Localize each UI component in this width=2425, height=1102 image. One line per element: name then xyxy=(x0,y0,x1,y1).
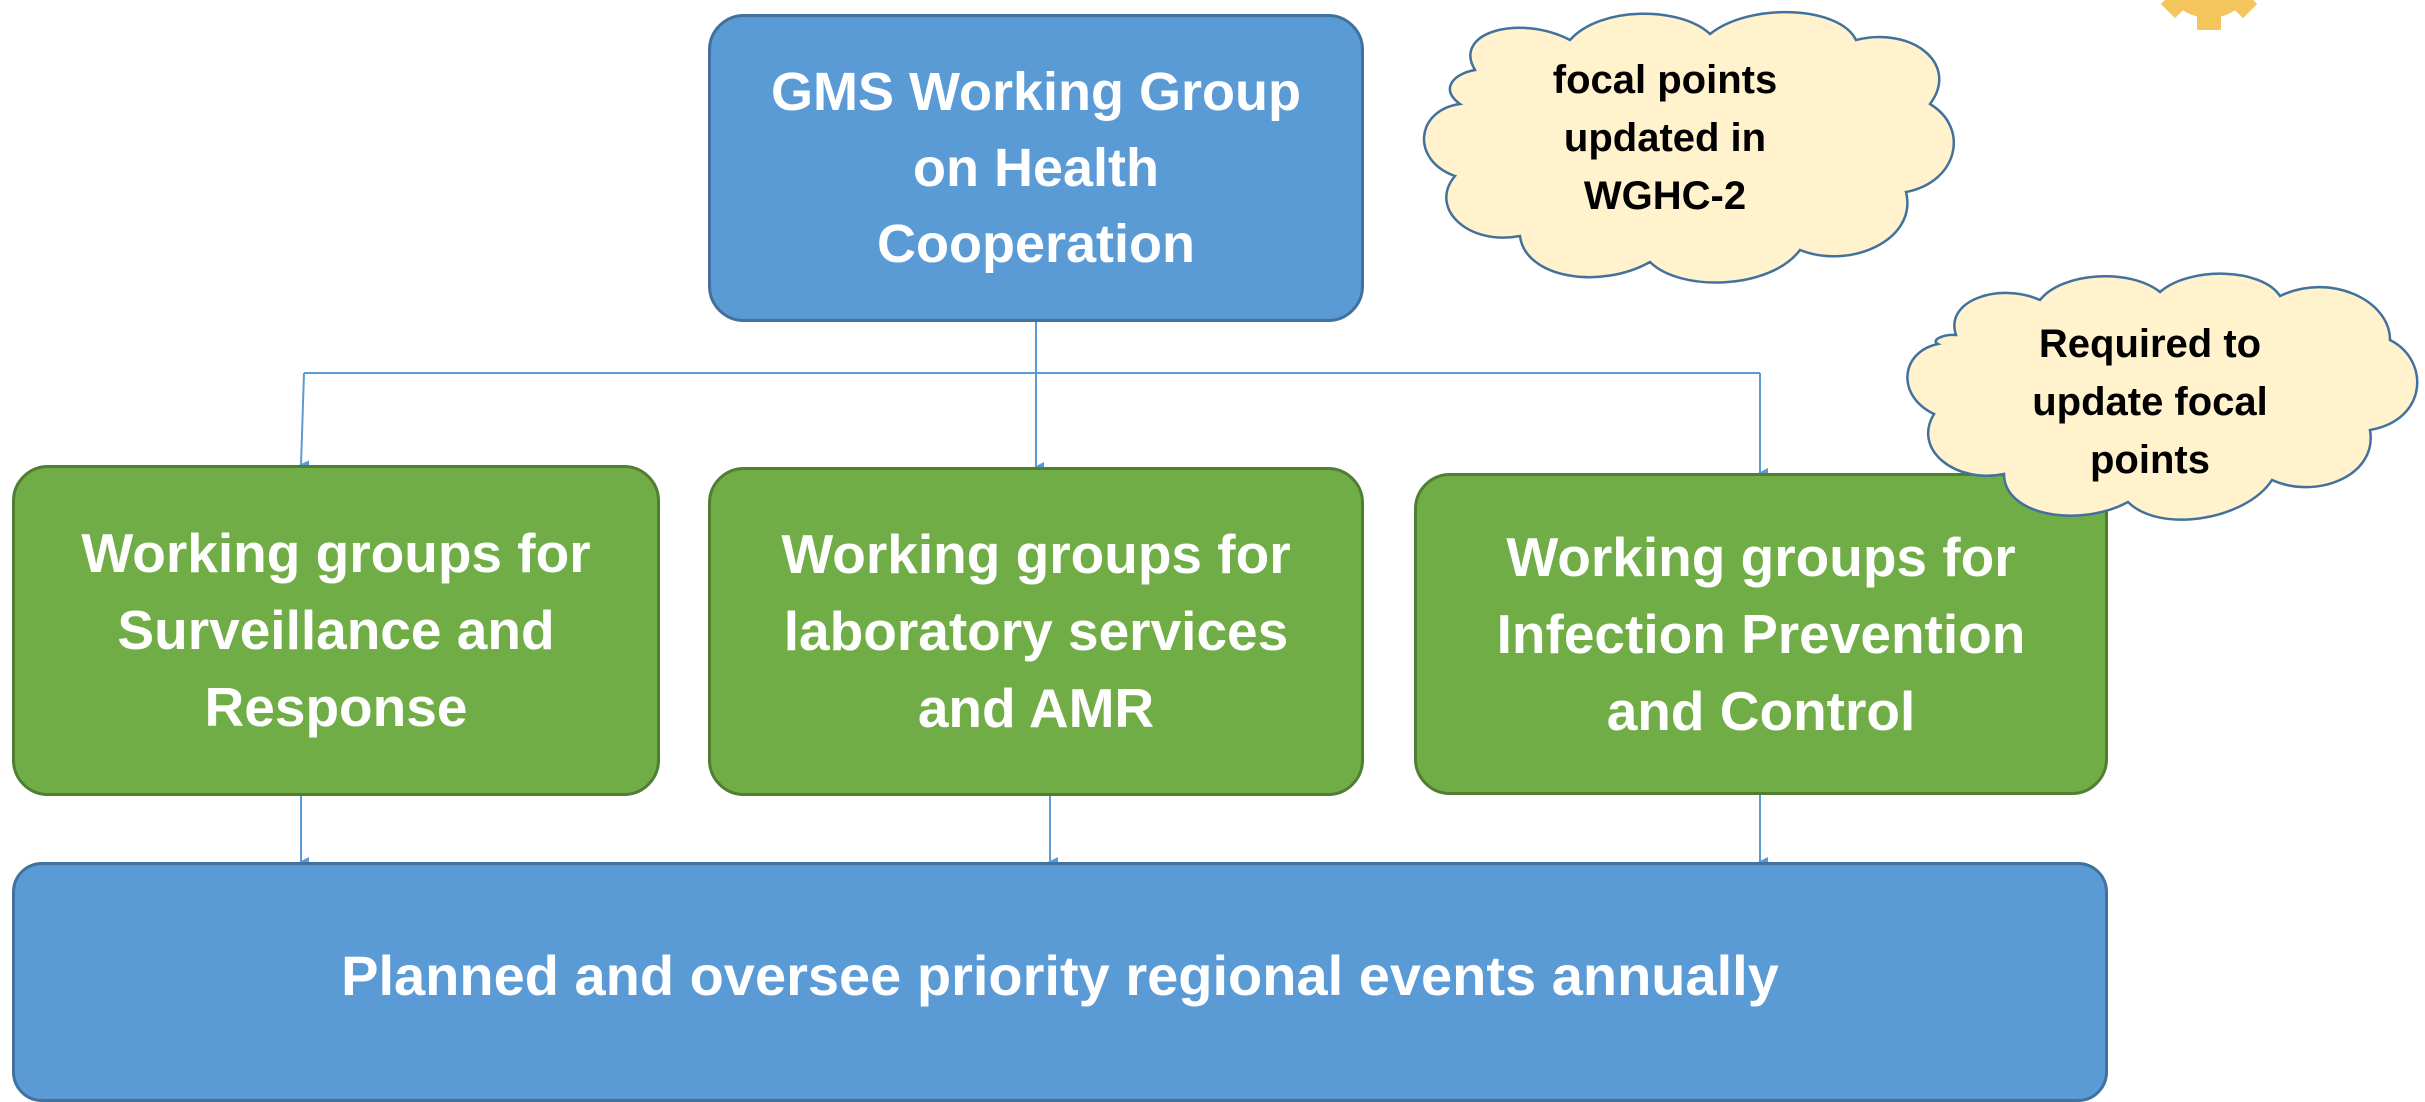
gear-icon xyxy=(2160,0,2258,30)
cloud-shape-1 xyxy=(1422,10,1956,284)
callout-clouds xyxy=(1422,10,2419,521)
connectors xyxy=(299,322,1768,867)
working-group-surveillance: Working groups for Surveillance and Resp… xyxy=(12,465,660,796)
working-group-laboratory: Working groups for laboratory services a… xyxy=(708,467,1364,796)
working-group-label: Working groups for Surveillance and Resp… xyxy=(81,522,591,738)
callout-required-update: Required to update focal points xyxy=(2032,322,2268,482)
cloud-shape-2 xyxy=(1906,272,2419,521)
top-box-gms-working-group: GMS Working Group on Health Cooperation xyxy=(708,14,1364,322)
callout-focal-points-updated: focal points updated in WGHC-2 xyxy=(1552,58,1778,218)
bottom-box-label: Planned and oversee priority regional ev… xyxy=(341,944,1779,1007)
bottom-box-regional-events: Planned and oversee priority regional ev… xyxy=(12,862,2108,1102)
working-group-infection-prevention: Working groups for Infection Prevention … xyxy=(1414,473,2108,795)
working-group-label: Working groups for Infection Prevention … xyxy=(1496,525,2026,742)
connector-arrow-wg1 xyxy=(299,372,310,471)
top-box-label: GMS Working Group on Health Cooperation xyxy=(771,62,1301,274)
working-group-label: Working groups for laboratory services a… xyxy=(781,523,1291,739)
